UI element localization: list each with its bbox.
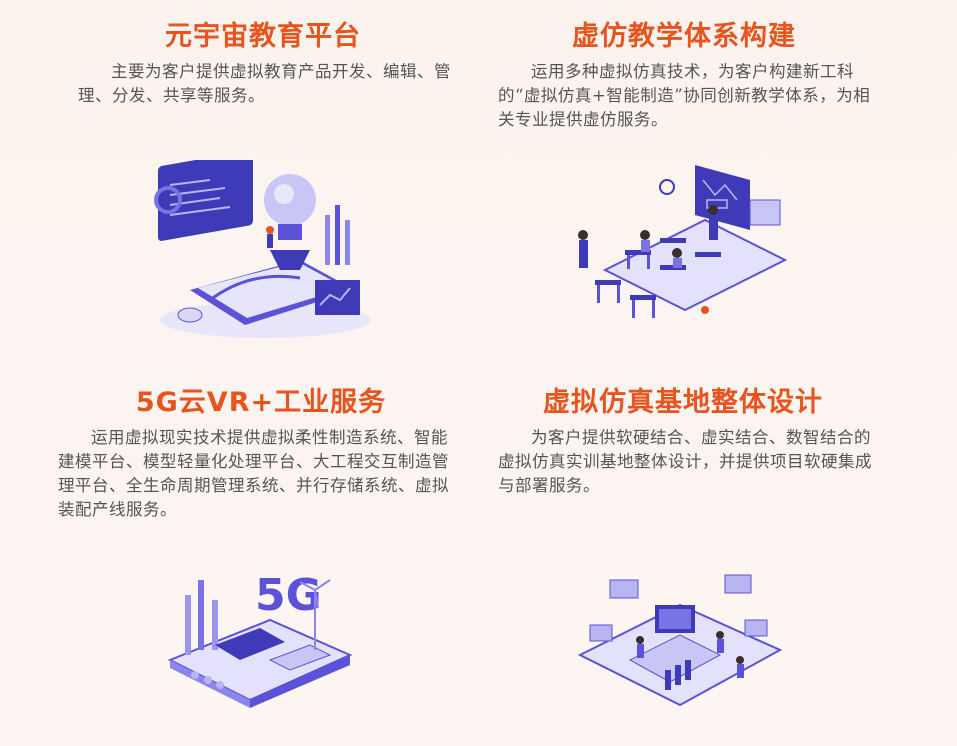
section-description: 主要为客户提供虚拟教育产品开发、编辑、管理、分发、共享等服务。 <box>78 62 451 105</box>
section-description: 运用虚拟现实技术提供虚拟柔性制造系统、智能建模平台、模型轻量化处理平台、大工程交… <box>58 428 449 519</box>
section-title: 虚仿教学体系构建 <box>572 21 796 52</box>
classroom-icon <box>578 165 788 318</box>
section-description: 运用多种虚拟仿真技术，为客户构建新工科的“虚拟仿真+智能制造”协同创新教学体系，… <box>498 62 871 129</box>
5g-label: 5G <box>255 570 322 621</box>
section-title: 虚拟仿真基地整体设计 <box>543 387 823 418</box>
5g-factory-icon: 5G <box>167 570 353 708</box>
section-title: 元宇宙教育平台 <box>165 21 361 52</box>
section-title: 5G云VR+工业服务 <box>135 387 387 418</box>
training-base-icon <box>577 574 783 707</box>
section-description: 为客户提供软硬结合、虚实结合、数智结合的虚拟仿真实训基地整体设计，并提供项目软硬… <box>498 428 872 495</box>
tablet-lightbulb-icon <box>154 160 370 338</box>
